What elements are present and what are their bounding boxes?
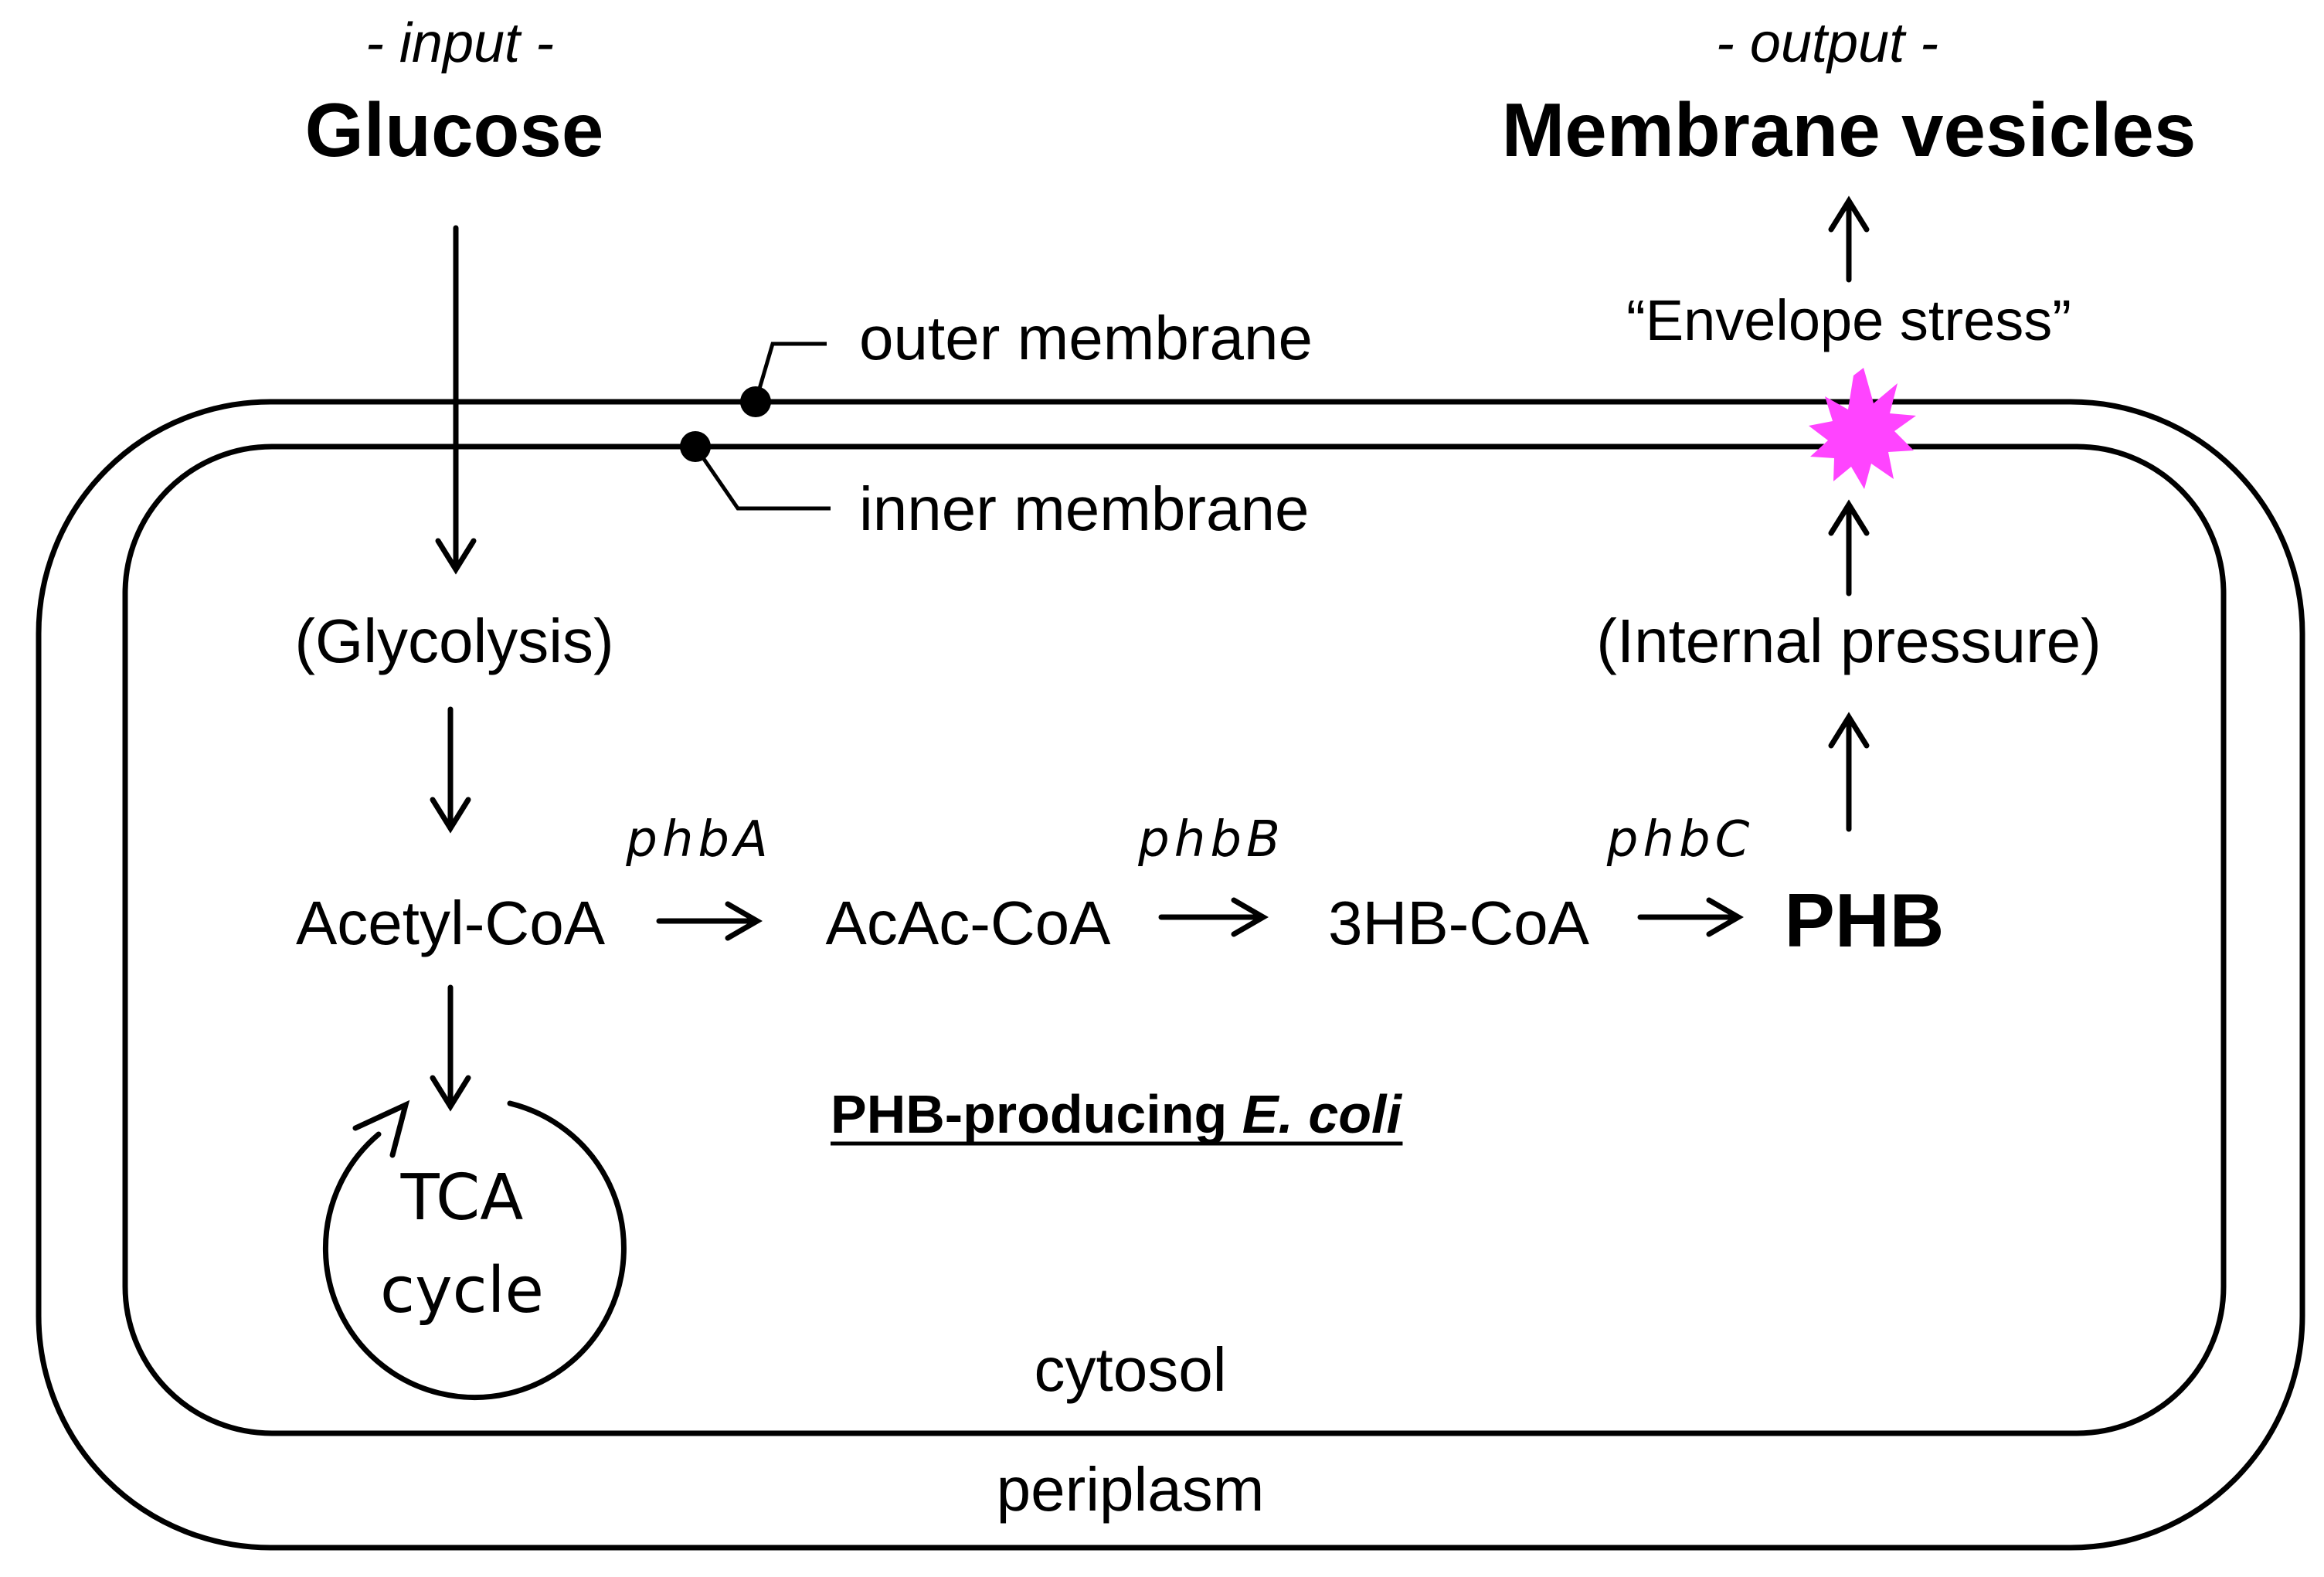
arrow-phb-to-pressure	[1828, 712, 1870, 832]
output-title: Membrane vesicles	[1502, 87, 2197, 172]
envelope-stress-burst	[1809, 368, 1916, 489]
arrow-3hb-to-phb	[1637, 897, 1744, 937]
glycolysis-label: (Glycolysis)	[294, 607, 613, 675]
output-caption: - output -	[1716, 12, 1938, 74]
envelope-stress-label: “Envelope stress”	[1626, 288, 2071, 352]
arrow-acetyl-to-acac	[656, 901, 763, 941]
internal-pressure-label: (Internal pressure)	[1596, 607, 2101, 675]
periplasm-label: periplasm	[997, 1455, 1265, 1524]
organism-label: PHB-producing E. coli	[831, 1084, 1402, 1144]
metabolite-acetyl-coa: Acetyl-CoA	[296, 889, 606, 957]
tca-cycle-ring	[322, 1099, 627, 1401]
inner-membrane-shape	[122, 444, 2227, 1436]
outer-membrane-label: outer membrane	[859, 304, 1313, 372]
arrow-glucose-to-glycolysis	[435, 225, 477, 575]
inner-membrane-leader	[680, 431, 831, 511]
input-caption: - input -	[365, 12, 554, 74]
tca-label-line2: cycle	[380, 1254, 544, 1327]
outer-membrane-shape	[36, 399, 2305, 1551]
gene-phbc: phbC	[1606, 811, 1755, 868]
input-title: Glucose	[305, 87, 604, 172]
cytosol-label: cytosol	[1035, 1335, 1227, 1404]
arrow-stress-to-vesicles	[1828, 195, 1870, 283]
metabolite-phb: PHB	[1785, 878, 1945, 963]
arrow-pressure-to-burst	[1828, 499, 1870, 596]
metabolite-3hb-coa: 3HB-CoA	[1328, 889, 1590, 957]
gene-phba: phbA	[625, 811, 773, 868]
arrow-acac-to-3hb	[1158, 897, 1269, 937]
inner-membrane-label: inner membrane	[859, 474, 1310, 543]
arrow-glycolysis-to-acetyl-coa	[430, 706, 471, 834]
tca-label-line1: TCA	[400, 1161, 524, 1235]
metabolite-acac-coa: AcAc-CoA	[826, 889, 1112, 957]
arrows	[322, 195, 1870, 1401]
organism-prefix: PHB-producing	[831, 1084, 1242, 1144]
outer-membrane-leader	[740, 342, 827, 417]
arrow-acetyl-coa-to-tca	[430, 984, 471, 1112]
gene-phbb: phbB	[1137, 811, 1285, 868]
organism-italic: E. coli	[1242, 1084, 1403, 1144]
